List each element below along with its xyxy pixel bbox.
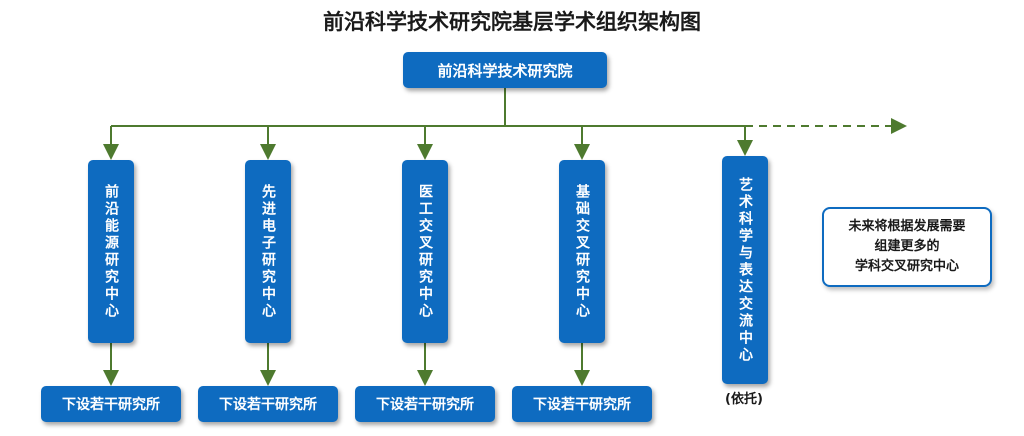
- sub-node-fundamental: 下设若干研究所: [512, 386, 652, 422]
- callout-line-1: 未来将根据发展需要: [848, 219, 966, 234]
- center-node-energy: 前沿能源研究中心: [88, 160, 134, 343]
- callout-line-3: 学科交叉研究中心: [854, 259, 959, 274]
- center-node-medical-engineering: 医工交叉研究中心: [402, 160, 448, 343]
- center-node-electronics: 先进电子研究中心: [245, 160, 291, 343]
- root-node: 前沿科学技术研究院: [403, 52, 607, 88]
- sub-node-electronics: 下设若干研究所: [198, 386, 338, 422]
- center-node-art-science: 艺术科学与表达交流中心: [722, 156, 768, 384]
- center-node-fundamental: 基础交叉研究中心: [559, 160, 605, 343]
- future-plan-callout: 未来将根据发展需要 组建更多的 学科交叉研究中心: [822, 207, 992, 287]
- callout-line-2: 组建更多的: [874, 239, 940, 254]
- art-center-note: (依托): [725, 392, 763, 407]
- sub-node-medical-engineering: 下设若干研究所: [355, 386, 495, 422]
- diagram-title: 前沿科学技术研究院基层学术组织架构图: [323, 10, 701, 34]
- sub-node-energy: 下设若干研究所: [41, 386, 181, 422]
